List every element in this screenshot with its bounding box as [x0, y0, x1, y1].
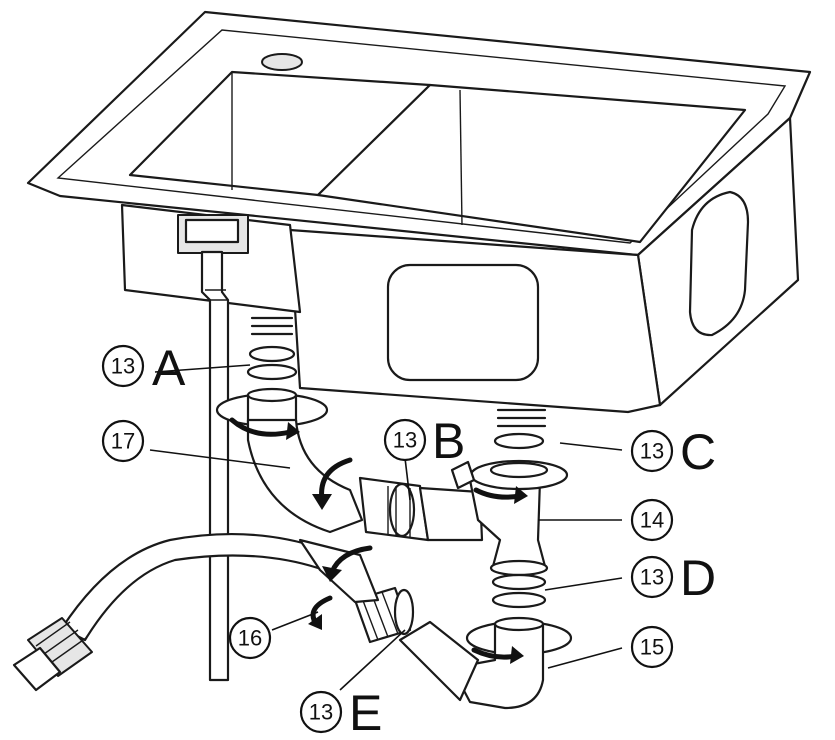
callout-number: 15 [640, 635, 664, 660]
sink [26, 10, 812, 428]
trap-15 [398, 616, 573, 710]
callout-number: 16 [238, 626, 262, 651]
drain-thread-left [250, 316, 294, 336]
washer-13d [491, 573, 547, 609]
nut-left [215, 387, 329, 428]
callout-15: 15 [630, 625, 674, 669]
arrow-tighten-a [229, 417, 293, 437]
callout-14: 14 [630, 498, 674, 542]
flex-hose [12, 532, 322, 692]
callout-13e: 13 E [299, 685, 382, 740]
callout-letter: C [680, 424, 716, 480]
coupling-13b [358, 476, 484, 542]
callout-13d: 13 D [630, 550, 716, 606]
drain-thread-right [496, 408, 547, 428]
rotation-arrows [229, 417, 528, 664]
leader-lines [149, 364, 623, 691]
callout-number: 17 [111, 429, 135, 454]
side-window [688, 190, 750, 337]
callout-letter: A [152, 340, 186, 396]
tap-hole [261, 53, 303, 71]
front-window [386, 263, 540, 382]
callout-number: 13 [640, 565, 664, 590]
overflow-tube [200, 250, 230, 682]
callout-13b: 13 B [383, 413, 465, 469]
callout-number: 13 [111, 354, 135, 379]
washer-13c [493, 432, 545, 450]
callout-number: 13 [640, 439, 664, 464]
callout-13a: 13 A [101, 340, 186, 396]
callout-number: 14 [640, 508, 664, 533]
trap-outlet [398, 620, 480, 702]
callout-letter: E [349, 685, 382, 740]
overflow-spigot [450, 460, 476, 490]
callout-13c: 13 C [630, 424, 716, 480]
callout-number: 13 [393, 428, 417, 453]
callout-letter: D [680, 550, 716, 606]
washer-13a [246, 345, 298, 381]
callout-letter: B [432, 413, 465, 469]
callout-number: 13 [309, 700, 333, 725]
callout-17: 17 [101, 419, 145, 463]
elbow-17 [246, 418, 364, 534]
callout-16: 16 [228, 616, 272, 660]
